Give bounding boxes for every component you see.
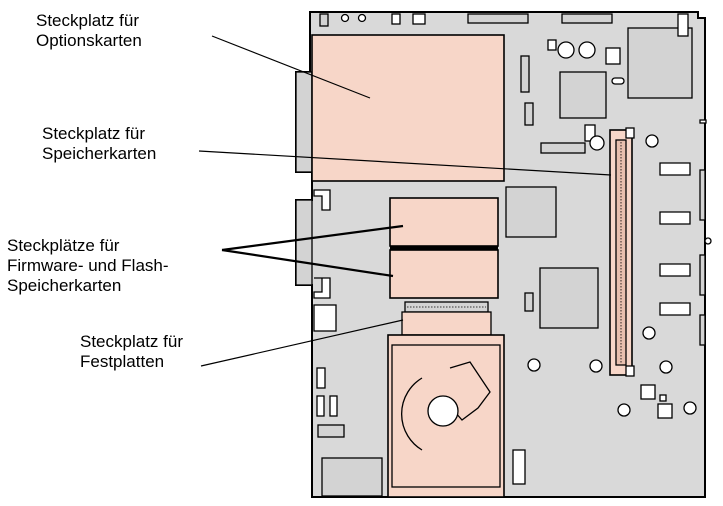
small-component: [467, 13, 529, 24]
callout-line: Firmware- und Flash-: [7, 256, 169, 275]
callout-line: Steckplätze für: [7, 236, 120, 255]
hard-disk-platter: [401, 377, 423, 451]
small-component: [617, 403, 631, 417]
small-component: [589, 359, 603, 373]
small-component: [704, 237, 712, 245]
callout-line: Festplatten: [80, 352, 165, 371]
small-component: [589, 135, 605, 151]
leader-memory-card: [198, 150, 612, 176]
callout-line: Steckplatz für: [42, 124, 145, 143]
connector: [313, 304, 337, 332]
small-component: [527, 358, 541, 372]
connector-bracket: [313, 189, 331, 211]
leader-firmware: [221, 224, 404, 252]
small-component: [524, 292, 534, 312]
small-component: [540, 142, 586, 154]
callout-line: Steckplatz für: [80, 332, 183, 351]
chip: [659, 302, 691, 316]
small-component: [357, 13, 367, 23]
chip: [520, 55, 530, 93]
small-component: [319, 13, 329, 27]
chip: [605, 47, 621, 65]
callout-line: Speicherkarten: [7, 276, 122, 295]
chip: [539, 267, 599, 329]
memory-slot-latch: [625, 127, 635, 139]
firmware-card-slot: [389, 197, 499, 247]
callout-line: Steckplatz für: [36, 11, 139, 30]
hard-disk-arm: [447, 361, 491, 421]
callout-line: Speicherkarten: [42, 144, 157, 163]
connector: [321, 457, 383, 497]
small-component: [645, 134, 659, 148]
small-component: [699, 314, 706, 346]
memory-slot-latch: [625, 365, 635, 377]
chip: [524, 102, 534, 126]
flash-card-slot: [389, 249, 499, 299]
capacitor: [578, 41, 596, 59]
leader-flash: [221, 248, 394, 278]
chip: [559, 71, 607, 119]
connector-bracket: [313, 277, 331, 299]
memory-card-slot-inner: [615, 139, 627, 366]
hard-disk-spindle: [427, 395, 459, 427]
small-component: [317, 424, 345, 438]
small-component: [512, 449, 526, 485]
leader-option-card: [211, 35, 371, 99]
small-component: [329, 395, 338, 417]
callout-memory-card-slot: Steckplatz für Speicherkarten: [42, 124, 156, 164]
callout-option-card-slot: Steckplatz für Optionskarten: [36, 11, 142, 51]
callout-line: Optionskarten: [36, 31, 142, 50]
callout-hard-disk-slot: Steckplatz für Festplatten: [80, 332, 183, 372]
small-component: [699, 119, 707, 124]
option-card-slot-area: [311, 34, 505, 182]
small-component: [659, 394, 667, 402]
small-component: [642, 326, 656, 340]
chip: [659, 211, 691, 225]
connector: [295, 199, 313, 286]
chip: [627, 27, 693, 99]
small-component: [640, 384, 656, 400]
small-component: [611, 77, 625, 85]
small-component: [677, 13, 689, 37]
small-component: [412, 13, 426, 25]
small-component: [340, 13, 350, 23]
small-component: [699, 254, 706, 296]
chip: [659, 162, 691, 176]
small-component: [316, 395, 325, 417]
small-component: [561, 13, 613, 24]
small-component: [316, 367, 326, 389]
leader-hard-disk: [200, 319, 404, 367]
callout-firmware-flash-slots: Steckplätze für Firmware- und Flash- Spe…: [7, 236, 169, 296]
small-component: [699, 169, 706, 221]
hard-disk-cable: [401, 311, 492, 336]
small-component: [657, 403, 673, 419]
small-component: [659, 360, 673, 374]
small-component: [683, 401, 697, 415]
chip: [659, 263, 691, 277]
chip: [505, 186, 557, 238]
small-component: [547, 39, 557, 51]
capacitor: [557, 41, 575, 59]
small-component: [391, 13, 401, 25]
